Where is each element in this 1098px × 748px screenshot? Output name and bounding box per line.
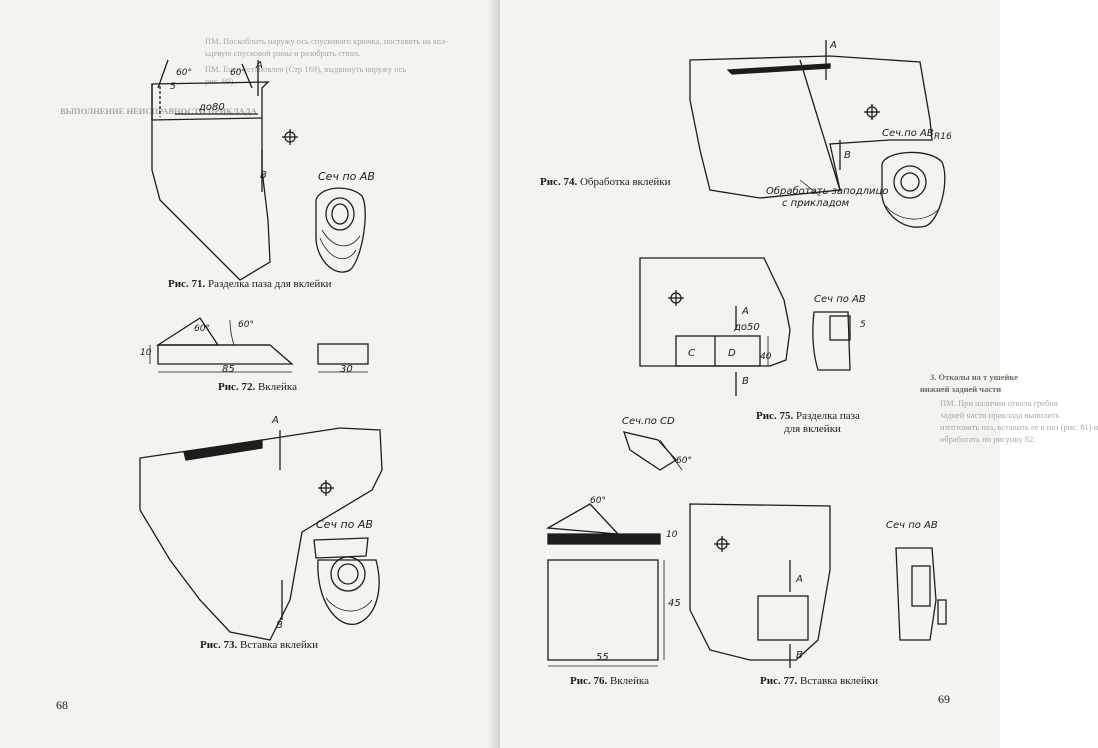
bleed-line-r4: задней части приклада выпилить xyxy=(940,410,1060,420)
fig74-radius: R16 xyxy=(934,132,952,142)
fig71-dim-80: до80 xyxy=(199,102,225,113)
fig75-dim-5: 5 xyxy=(860,320,866,330)
fig71-angle-2: 60° xyxy=(230,68,246,78)
bleed-line-r1: 3. Отколы на т ушейке xyxy=(930,372,1018,382)
bleed-line-r3: ПМ. При наличии откола гребня xyxy=(940,398,1058,408)
fig71-label-b: B xyxy=(260,170,267,181)
fig76-dim-10: 10 xyxy=(666,530,678,540)
fig71-drawing xyxy=(151,59,366,281)
fig75-label-b: B xyxy=(742,376,749,387)
fig71-dim-5: 5 xyxy=(170,82,176,92)
fig77-section-label: Сеч по АВ xyxy=(886,520,938,531)
fig76-drawing xyxy=(545,503,665,667)
fig77-label-a: A xyxy=(796,574,803,585)
fig71-caption: Рис. 71. Разделка паза для вклейки xyxy=(168,278,332,290)
fig73-label-b: B xyxy=(276,620,283,631)
fig75-label-a: A xyxy=(742,306,749,317)
fig75-label-d: D xyxy=(728,348,736,359)
fig74-label-b: B xyxy=(844,150,851,161)
fig75-dim-50: до50 xyxy=(734,322,760,333)
fig73-drawing xyxy=(139,427,383,641)
fig73-section-label: Сеч по АВ xyxy=(316,518,373,531)
fig76-dim-45: 45 xyxy=(668,598,681,609)
fig74-caption: Рис. 74. Обработка вклейки xyxy=(540,176,671,188)
fig77-caption: Рис. 77. Вставка вклейки xyxy=(760,675,879,687)
left-page-number: 68 xyxy=(56,698,68,712)
bleed-line-r6: обработать по рисунку 82. xyxy=(940,434,1036,444)
right-page: 3. Отколы на т ушейке нижней задней част… xyxy=(500,0,1098,748)
fig72-dim-30: 30 xyxy=(340,364,353,375)
bleed-line-1: ПМ. Поскоблить наружу ось спускового крю… xyxy=(205,36,448,46)
bleed-line-r5: изготовить паз, вставить ее в паз (рис. … xyxy=(940,422,1098,432)
fig75-dim-40: 40 xyxy=(760,352,772,362)
fig75-drawing xyxy=(623,257,851,471)
fig72-angle-2: 60° xyxy=(238,320,254,330)
fig75-label-c: C xyxy=(688,348,695,359)
fig73-caption: Рис. 73. Вставка вклейки xyxy=(200,639,319,651)
bleed-line-4: рис. 69). xyxy=(205,76,236,86)
fig71-label-a: A xyxy=(256,60,263,71)
fig71-section-label: Сеч по АВ xyxy=(318,170,375,183)
right-page-number: 69 xyxy=(938,692,950,706)
fig74-note-2: с прикладом xyxy=(782,198,850,209)
fig72-caption: Рис. 72. Вклейка xyxy=(218,381,297,393)
fig72-drawing xyxy=(149,317,369,373)
fig72-angle-1: 60° xyxy=(194,324,210,334)
fig74-label-a: A xyxy=(830,40,837,51)
fig74-drawing xyxy=(689,40,946,228)
fig76-dim-55: 55 xyxy=(596,652,609,663)
fig75-caption-line2: для вклейки xyxy=(784,423,841,435)
fig73-label-a: A xyxy=(272,415,279,426)
fig75-caption-line1: Рис. 75. Разделка паза xyxy=(756,410,860,422)
fig77-drawing xyxy=(689,503,947,668)
fig72-dim-85: 85 xyxy=(222,364,235,375)
fig74-note-1: Обработать заподлицо xyxy=(766,186,889,197)
bleed-heading: ВЫПОЛНЕНИЕ НЕИСПРАВНОСТИ ПРИКЛАДА xyxy=(60,106,257,116)
fig71-angle-1: 60° xyxy=(176,68,192,78)
fig75-angle: 60° xyxy=(676,456,692,466)
fig72-dim-10: 10 xyxy=(140,348,152,358)
right-page-illustrations xyxy=(545,40,947,668)
bleed-line-2: ьцевую спусковой рамы и разобрать ствол. xyxy=(205,48,361,58)
fig76-caption: Рис. 76. Вклейка xyxy=(570,675,649,687)
bleed-line-3: ПМ. Если установлен (Стр 169), выдвинуть… xyxy=(205,64,407,74)
left-page-illustrations xyxy=(139,59,383,641)
fig74-section-label: Сеч.по АВ xyxy=(882,128,934,139)
fig75-section-ab: Сеч по АВ xyxy=(814,294,866,305)
fig77-label-b: B xyxy=(796,650,803,661)
bleed-line-r2: нижней задней части xyxy=(920,384,1002,394)
fig76-angle: 60° xyxy=(590,496,606,506)
fig75-section-cd: Сеч.по CD xyxy=(622,416,675,427)
left-page: ПМ. Поскоблить наружу ось спускового крю… xyxy=(0,0,500,748)
